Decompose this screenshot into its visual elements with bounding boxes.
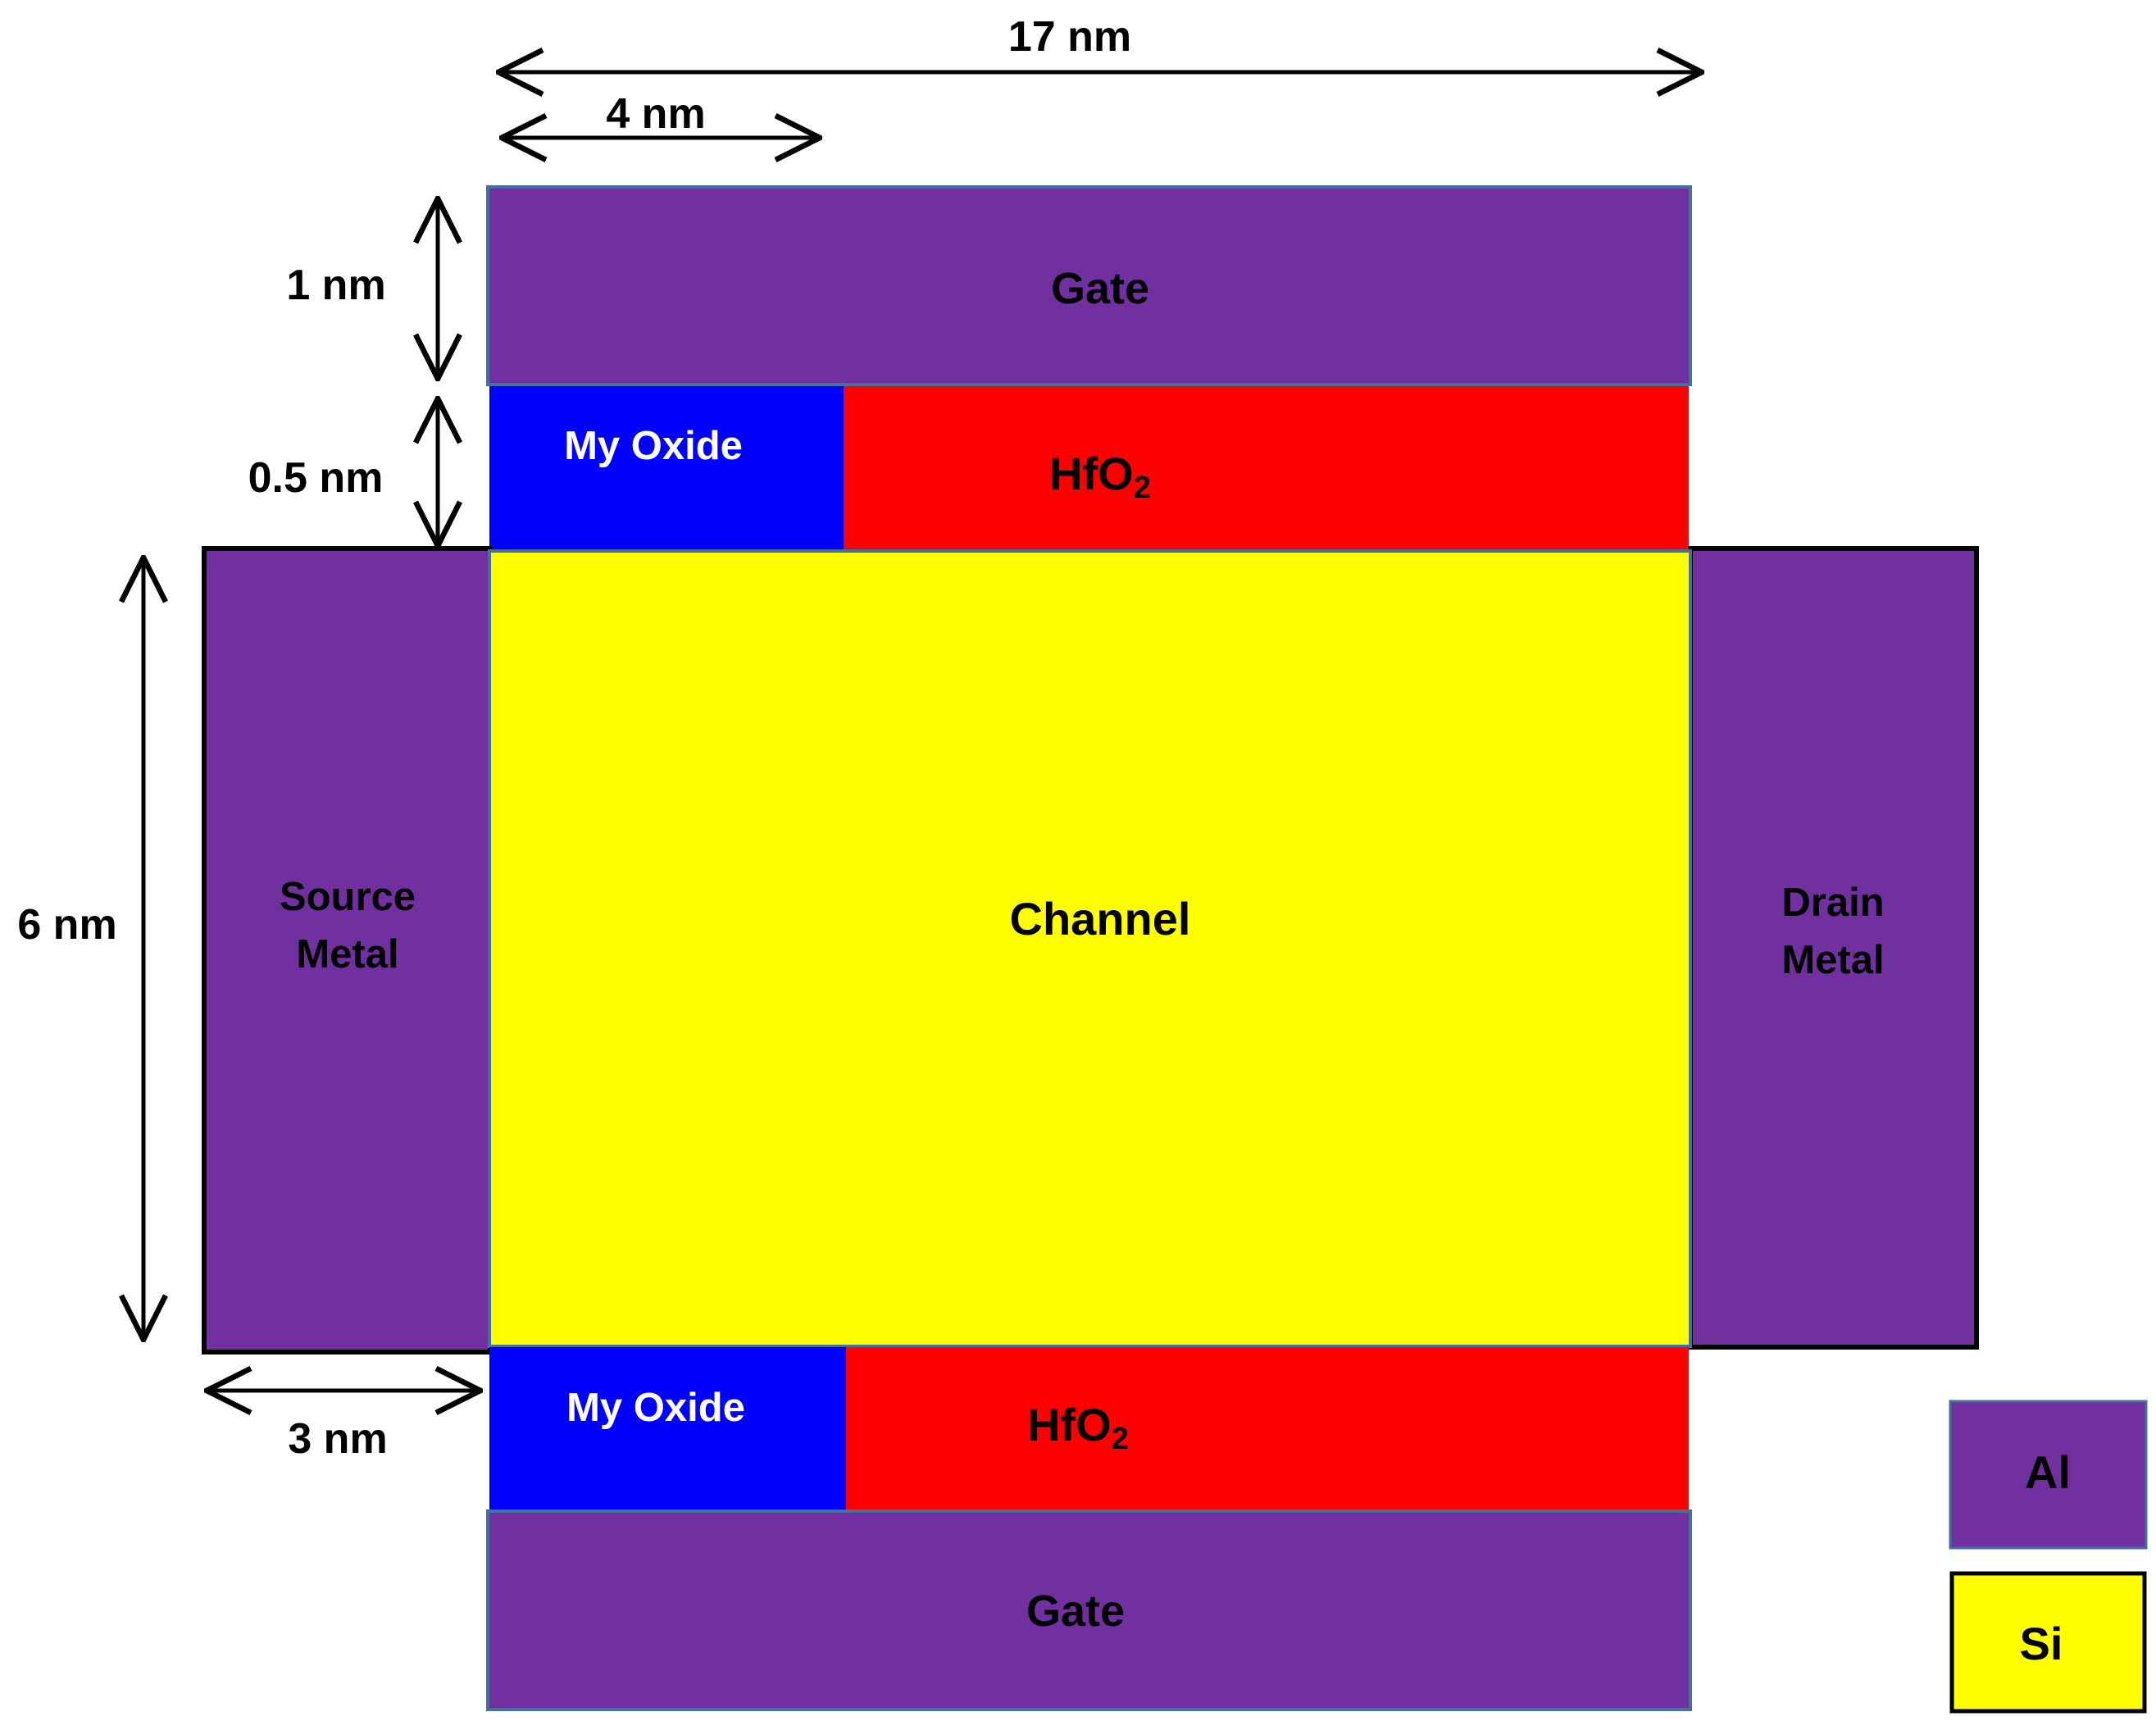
drain-metal-label-line1: Drain bbox=[1781, 881, 1884, 925]
legend-swatch-al bbox=[1949, 1400, 2148, 1550]
legend-swatch-si bbox=[1949, 1571, 2147, 1714]
gate-top bbox=[486, 185, 1692, 386]
total-length-label: 17 nm bbox=[1008, 13, 1131, 61]
gate-bottom-label: Gate bbox=[1026, 1587, 1125, 1636]
legend-label-si: Si bbox=[2020, 1618, 2063, 1669]
hfo2-bottom bbox=[846, 1347, 1689, 1509]
gate-bottom bbox=[486, 1509, 1692, 1711]
hfo2-top-base: HfO bbox=[1049, 448, 1134, 499]
drain-metal-label-line2: Metal bbox=[1781, 938, 1884, 982]
my-oxide-bottom bbox=[489, 1347, 846, 1509]
hfo2-top-subscript: 2 bbox=[1134, 471, 1151, 505]
hfo2-bottom-subscript: 2 bbox=[1112, 1422, 1129, 1456]
my-oxide-top bbox=[489, 386, 844, 551]
hfo2-bottom-base: HfO bbox=[1027, 1399, 1112, 1450]
drain-metal bbox=[1688, 546, 1979, 1350]
contact-length-label: 3 nm bbox=[288, 1415, 387, 1463]
source-metal-label-line1: Source bbox=[280, 875, 416, 919]
oxide-thickness-label: 0.5 nm bbox=[248, 454, 384, 502]
gate-top-label: Gate bbox=[1051, 264, 1149, 313]
hfo2-top-label: HfO2 bbox=[1049, 448, 1151, 505]
channel-thickness-label: 6 nm bbox=[17, 901, 116, 949]
hfo2-top bbox=[844, 386, 1689, 551]
hfo2-bottom-label: HfO2 bbox=[1027, 1399, 1129, 1456]
my-oxide-bottom-label: My Oxide bbox=[566, 1386, 745, 1430]
my-oxide-top-label: My Oxide bbox=[564, 424, 743, 468]
channel-label: Channel bbox=[1010, 893, 1191, 945]
my-oxide-length-label: 4 nm bbox=[606, 90, 705, 138]
gate-thickness-label: 1 nm bbox=[286, 262, 385, 309]
channel bbox=[488, 549, 1692, 1348]
source-metal-label-line2: Metal bbox=[296, 932, 398, 977]
legend-label-al: Al bbox=[2025, 1446, 2071, 1498]
legend: Al Si bbox=[1949, 1400, 2148, 1714]
